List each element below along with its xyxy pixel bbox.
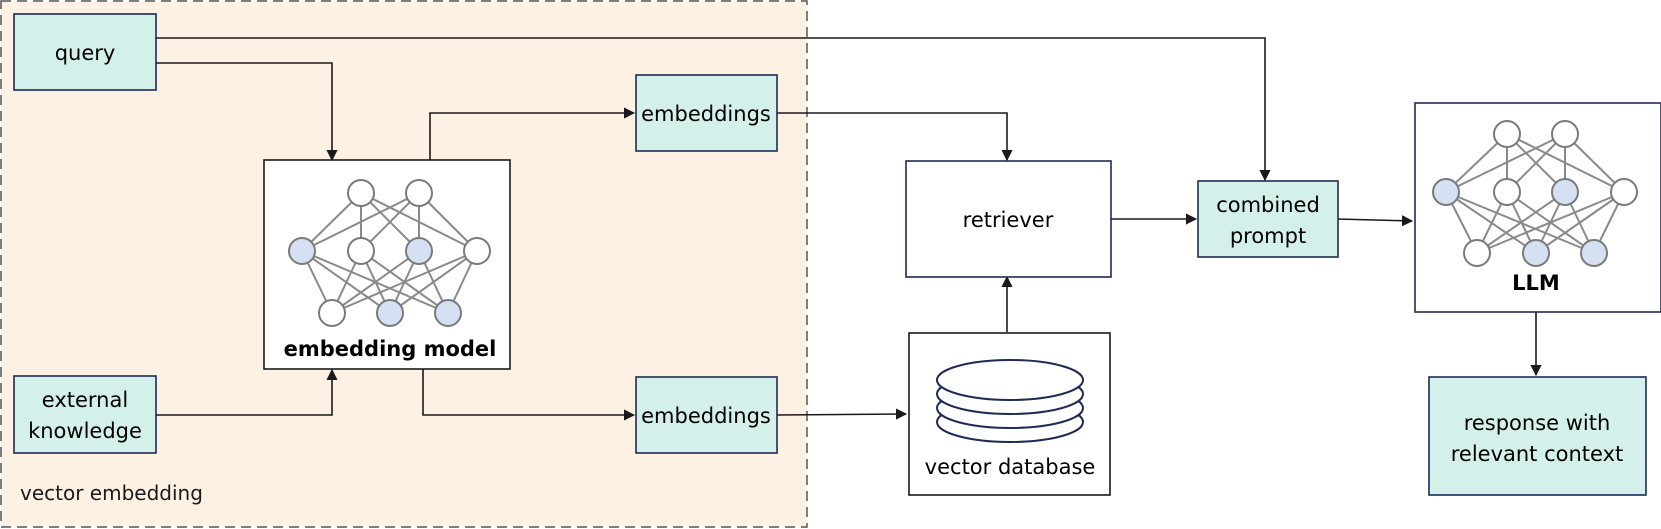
llm-network-nodes (1432, 120, 1638, 267)
response-label-line1: response with (1464, 411, 1611, 435)
llm-node: LLM (1414, 102, 1661, 313)
arrow-combined-prompt-to-llm (1336, 215, 1414, 227)
external-knowledge-label-line2: knowledge (28, 419, 142, 443)
arrow-model-to-embeddings-bottom (422, 369, 636, 421)
external-knowledge-label-line1: external (42, 388, 128, 412)
query-label: query (55, 41, 116, 65)
vector-database-label: vector database (925, 455, 1096, 479)
embeddings-top-node: embeddings (635, 74, 778, 152)
arrow-model-to-embeddings-top (429, 107, 636, 160)
embedding-model-label: embedding model (284, 337, 497, 361)
connectors (156, 37, 1542, 421)
query-node: query (13, 13, 157, 91)
embedding-model-node: embedding model (263, 159, 511, 370)
retriever-label: retriever (963, 208, 1054, 232)
vector-embedding-label: vector embedding (20, 481, 203, 505)
arrow-query-to-embedding-model (156, 62, 338, 162)
embeddings-top-label: embeddings (641, 102, 771, 126)
embeddings-bottom-label: embeddings (641, 404, 771, 428)
database-icon (936, 359, 1084, 443)
response-node: response with relevant context (1428, 376, 1647, 496)
llm-label: LLM (1512, 271, 1560, 295)
combined-prompt-label-line1: combined (1216, 193, 1320, 217)
external-knowledge-node: external knowledge (13, 375, 157, 454)
combined-prompt-label-line2: prompt (1230, 224, 1306, 248)
combined-prompt-node: combined prompt (1197, 180, 1339, 258)
arrow-knowledge-to-embedding-model (156, 368, 338, 416)
arrow-embeddings-to-retriever (777, 112, 1013, 162)
response-label-line2: relevant context (1451, 442, 1624, 466)
vector-database-node: vector database (908, 332, 1111, 496)
arrow-embeddings-to-vector-db (776, 408, 908, 420)
arrow-query-to-combined-prompt (156, 37, 1271, 182)
embeddings-bottom-node: embeddings (635, 376, 778, 454)
neural-network-nodes (288, 179, 491, 327)
retriever-node: retriever (905, 160, 1112, 278)
